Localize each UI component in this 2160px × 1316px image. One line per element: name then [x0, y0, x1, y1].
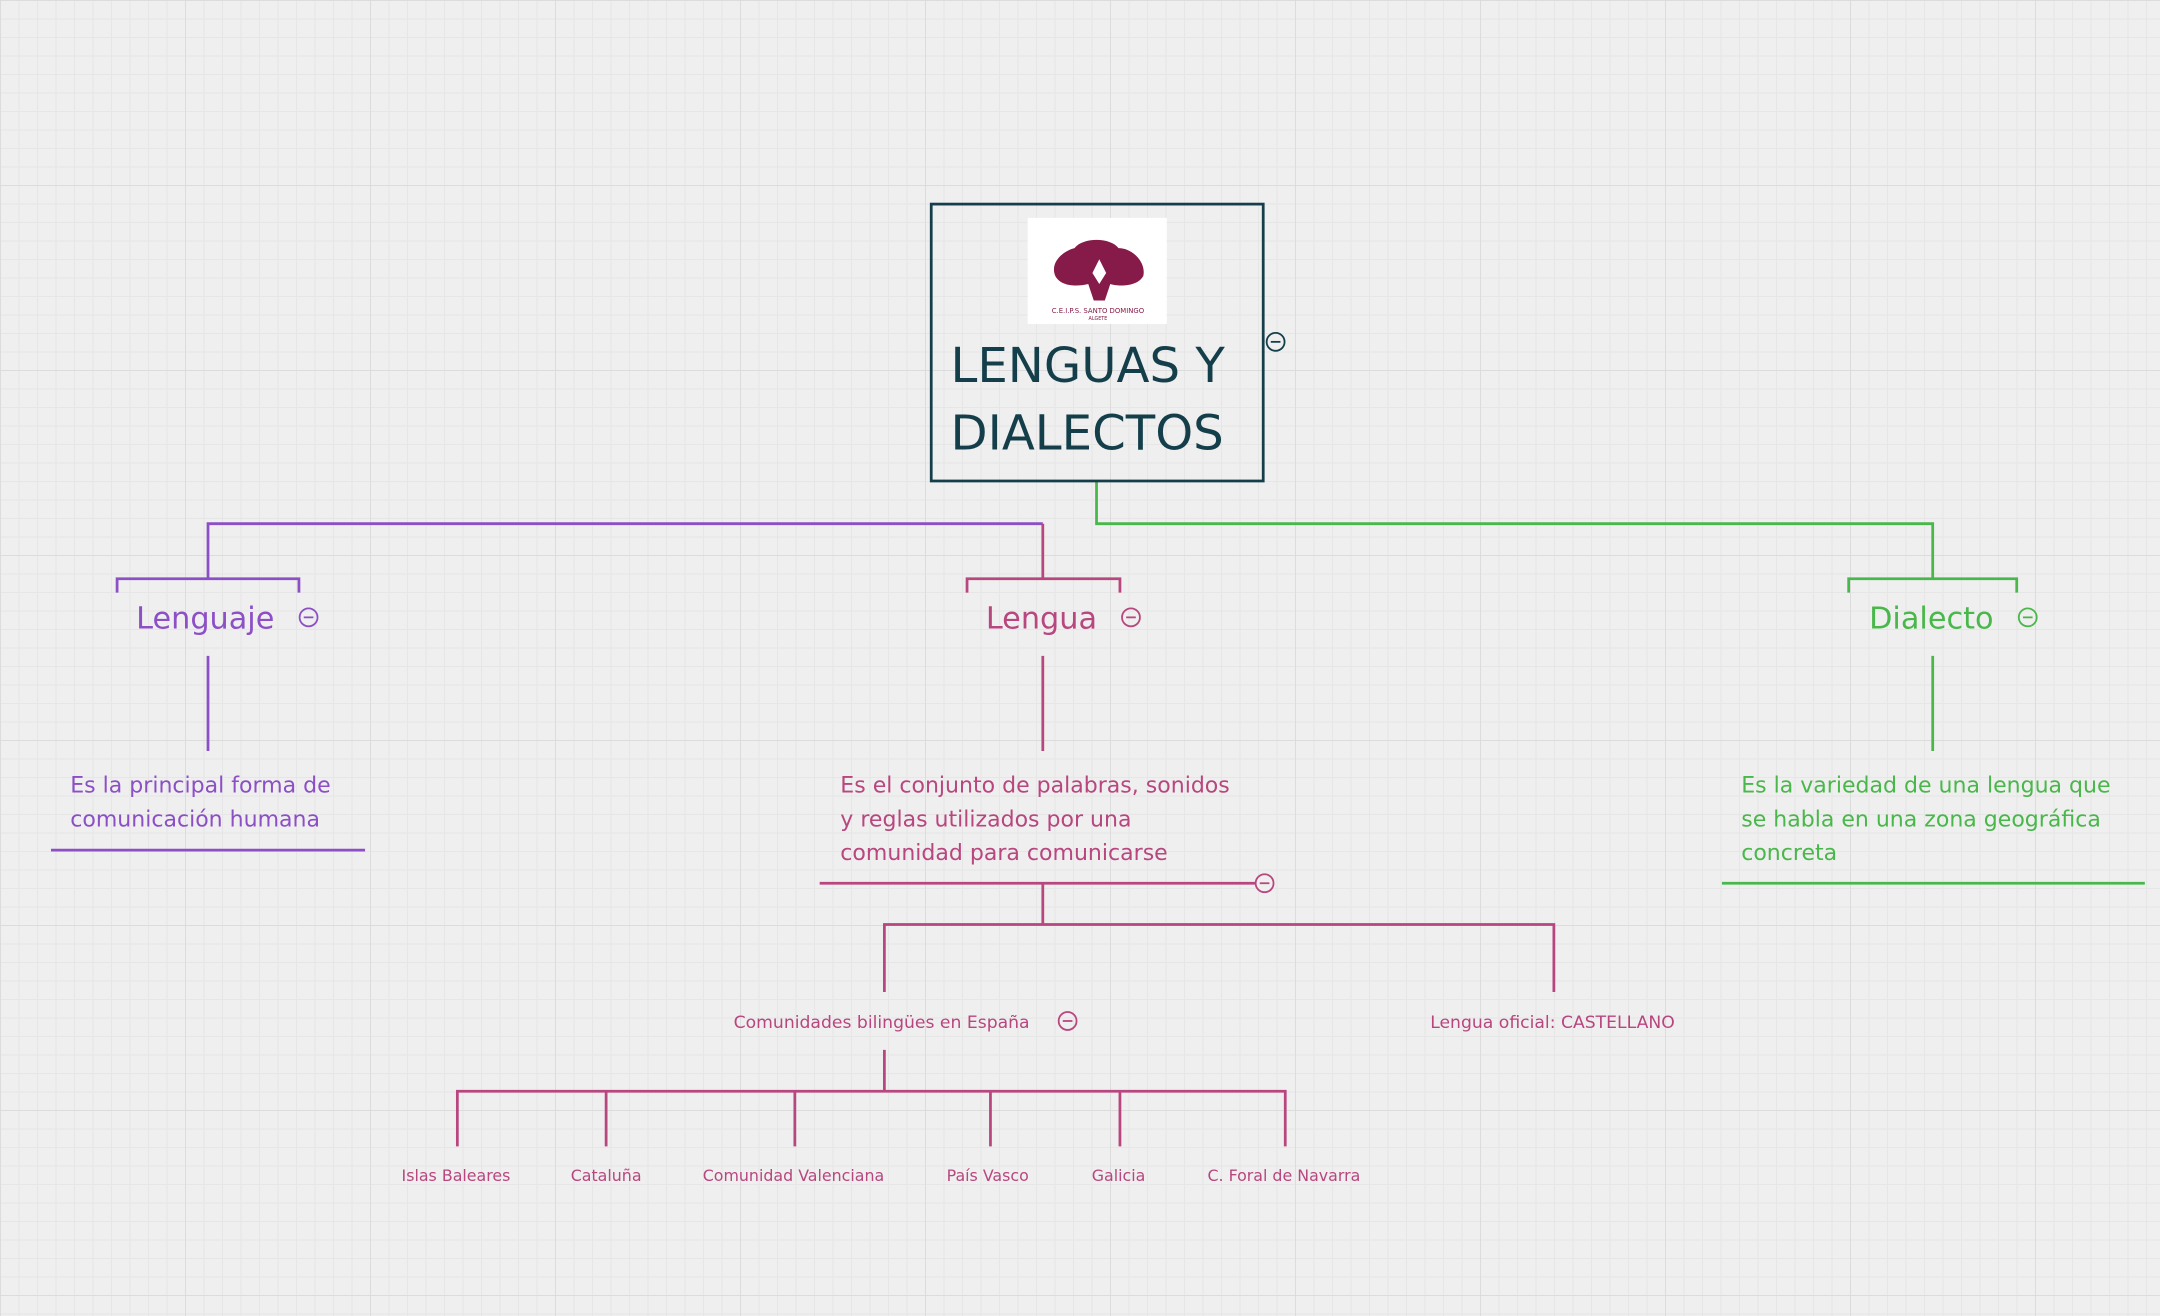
subtopic-official-language[interactable]: Lengua oficial: CASTELLANO — [1430, 1013, 1675, 1033]
community-item[interactable]: País Vasco — [947, 1166, 1029, 1185]
topic-lenguaje[interactable]: Lenguaje — [136, 601, 274, 636]
description-line: y reglas utilizados por una — [840, 808, 1131, 833]
description-line: comunidad para comunicarse — [840, 841, 1167, 866]
lengua-collapse-icon[interactable] — [1121, 607, 1141, 628]
description-line: Es la variedad de una lengua que — [1741, 773, 2110, 798]
root-node[interactable]: C.E.I.P.S. SANTO DOMINGO ALGETE LENGUAS … — [929, 202, 1265, 483]
root-collapse-icon[interactable] — [1265, 332, 1286, 352]
logo-text: C.E.I.P.S. SANTO DOMINGO — [1052, 307, 1145, 315]
logo-subtext: ALGETE — [1089, 316, 1108, 322]
lengua-description[interactable]: Es el conjunto de palabras, sonidos y re… — [840, 773, 1229, 866]
topic-label: Lenguaje — [136, 601, 274, 636]
root-title-line1: LENGUAS Y — [951, 338, 1226, 394]
community-item[interactable]: Islas Baleares — [402, 1166, 511, 1185]
school-logo: C.E.I.P.S. SANTO DOMINGO ALGETE — [1027, 217, 1167, 324]
communities-list: Islas Baleares Cataluña Comunidad Valenc… — [402, 1166, 1361, 1185]
community-item[interactable]: Galicia — [1092, 1166, 1146, 1185]
description-line: comunicación humana — [70, 808, 320, 833]
description-line: Es la principal forma de — [70, 773, 330, 798]
topic-lengua[interactable]: Lengua — [986, 601, 1097, 636]
topic-label: Lengua — [986, 601, 1097, 636]
community-item[interactable]: Comunidad Valenciana — [703, 1166, 884, 1185]
topic-dialecto[interactable]: Dialecto — [1869, 601, 1993, 636]
lenguaje-description[interactable]: Es la principal forma de comunicación hu… — [70, 773, 330, 832]
lengua-description-collapse-icon[interactable] — [1254, 873, 1275, 894]
description-line: se habla en una zona geográfica — [1741, 808, 2101, 833]
dialecto-collapse-icon[interactable] — [2017, 607, 2038, 628]
root-title-line2: DIALECTOS — [951, 405, 1224, 461]
community-item[interactable]: Cataluña — [571, 1166, 642, 1185]
connectors — [50, 480, 2145, 1147]
description-line: Es el conjunto de palabras, sonidos — [840, 773, 1229, 798]
community-item[interactable]: C. Foral de Navarra — [1207, 1166, 1360, 1185]
topic-label: Dialecto — [1869, 601, 1993, 636]
description-line: concreta — [1741, 841, 1837, 866]
lenguaje-collapse-icon[interactable] — [298, 607, 319, 628]
subtopic-bilingual[interactable]: Comunidades bilingües en España — [734, 1013, 1030, 1033]
dialecto-description[interactable]: Es la variedad de una lengua que se habl… — [1741, 773, 2110, 866]
bilingual-collapse-icon[interactable] — [1057, 1011, 1078, 1031]
